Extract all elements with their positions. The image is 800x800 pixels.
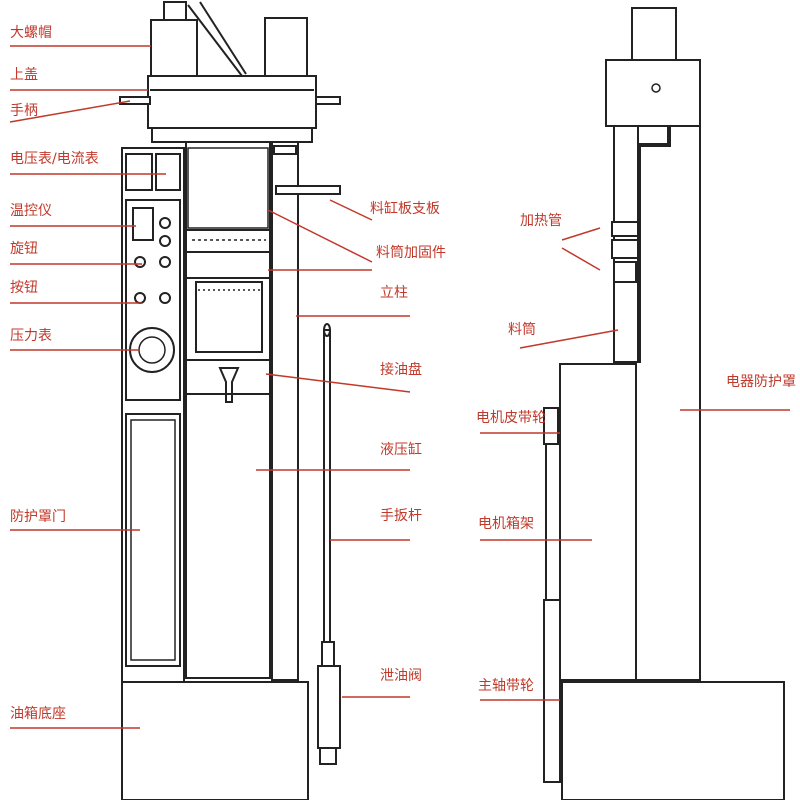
- top-cylinder-right: [264, 17, 308, 77]
- label-handle: 手柄: [10, 103, 38, 119]
- top-arm: [187, 4, 243, 77]
- label-hand-lever: 手扳杆: [380, 508, 422, 524]
- heater-band: [185, 229, 271, 253]
- big-nut: [150, 19, 198, 77]
- voltmeter: [125, 153, 153, 191]
- motor-pulley: [543, 407, 559, 445]
- label-barrel-reinforcement: 料筒加固件: [376, 244, 446, 261]
- label-big-nut: 大螺帽: [10, 25, 52, 41]
- label-column: 立柱: [380, 285, 408, 301]
- column-pillar: [271, 141, 299, 681]
- top-arm-2: [199, 1, 247, 75]
- side-cover-hole: [651, 83, 661, 93]
- hand-lever: [323, 329, 331, 647]
- front-view: [119, 1, 341, 800]
- hand-lever-tip: [323, 323, 331, 337]
- label-motor-pulley: 电机皮带轮: [476, 410, 546, 426]
- label-pressure-gauge: 压力表: [10, 328, 52, 344]
- rotary-knob-2: [159, 256, 171, 268]
- handle-right: [315, 96, 341, 105]
- guard-door-inner: [130, 419, 176, 661]
- side-frame: [635, 125, 701, 681]
- label-oil-tank-base: 油箱底座: [10, 706, 66, 722]
- label-oil-tray: 接油盘: [380, 361, 422, 378]
- label-drain-valve: 泄油阀: [380, 668, 422, 684]
- label-main-pulley: 主轴带轮: [478, 678, 534, 694]
- main-pulley: [543, 599, 561, 783]
- side-top-nut: [631, 7, 677, 61]
- label-electrical-guard: 电器防护罩: [726, 374, 796, 390]
- guard-door: [125, 413, 181, 667]
- cover-base: [151, 127, 313, 143]
- side-view: [543, 7, 785, 800]
- barrel-plate-support: [275, 185, 341, 195]
- temp-knob: [159, 217, 171, 229]
- label-motor-frame: 电机箱架: [478, 516, 534, 532]
- heating-tube-1: [611, 221, 639, 237]
- labels: 大螺帽 上盖 手柄 电压表/电流表 温控仪 旋钮 按钮 压力表 防护罩门 油箱底…: [10, 25, 796, 722]
- label-button: 按钮: [10, 280, 38, 296]
- push-button-2: [159, 292, 171, 304]
- label-heating-tube: 加热管: [520, 213, 562, 229]
- top-cover: [147, 75, 317, 129]
- pillar-cap: [273, 145, 297, 155]
- handle-left: [119, 96, 151, 105]
- heating-tube-2: [611, 239, 639, 259]
- side-top-neck: [637, 125, 669, 145]
- label-barrel: 料筒: [508, 321, 536, 338]
- temp-knob-2: [159, 235, 171, 247]
- label-hydraulic-cylinder: 液压缸: [380, 441, 422, 458]
- oil-tray: [185, 359, 271, 395]
- temperature-controller: [132, 207, 154, 241]
- side-base: [561, 681, 785, 800]
- barrel-reinforcement: [185, 251, 271, 279]
- side-top-cover: [605, 59, 701, 127]
- oil-tank-base: [121, 681, 309, 800]
- rotary-knob-1: [134, 256, 146, 268]
- label-top-cover: 上盖: [10, 67, 38, 83]
- drain-valve-stem: [321, 641, 335, 667]
- drain-valve: [317, 665, 341, 749]
- barrel-plate: [187, 147, 269, 229]
- motor-frame: [559, 363, 637, 681]
- top-nut-small: [163, 1, 187, 21]
- leader-lines: [9, 45, 790, 729]
- heating-tube-3: [613, 261, 637, 283]
- label-meters: 电压表/电流表: [10, 151, 99, 167]
- label-knob: 旋钮: [10, 241, 38, 257]
- label-barrel-plate-support: 料缸板支板: [370, 200, 440, 217]
- label-temp-controller: 温控仪: [10, 203, 52, 219]
- barrel: [195, 281, 263, 353]
- label-guard-door: 防护罩门: [10, 509, 66, 525]
- ammeter: [155, 153, 181, 191]
- oil-spout: [218, 367, 240, 403]
- drain-valve-base: [319, 747, 337, 765]
- main-frame: [185, 141, 271, 679]
